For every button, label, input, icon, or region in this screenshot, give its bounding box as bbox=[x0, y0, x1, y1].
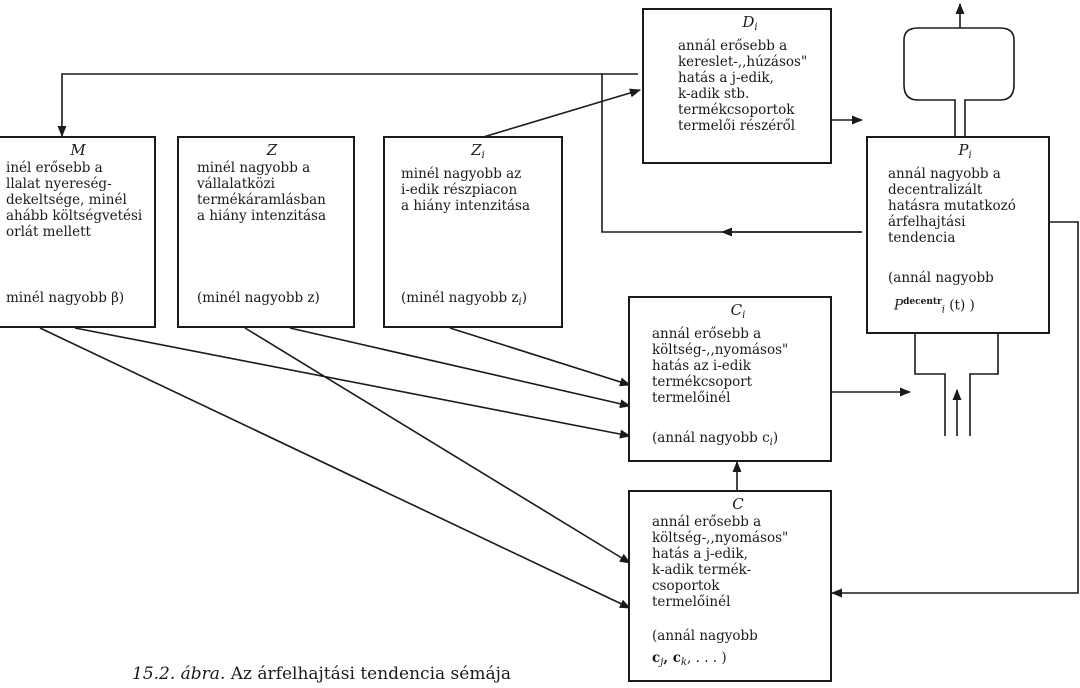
arrow-m-to-ci bbox=[74, 327, 632, 439]
box-zi-title: Zi bbox=[471, 141, 485, 161]
box-c: C annál erősebb a költség-,,nyomásos" ha… bbox=[628, 490, 832, 682]
arrow-zi-to-di bbox=[479, 88, 642, 139]
box-ci: Ci annál erősebb a költség-,,nyomásos" h… bbox=[628, 296, 832, 462]
box-zi-footnote: (minél nagyobb zi) bbox=[401, 290, 527, 308]
box-c-text: annál erősebb a költség-,,nyomásos" hatá… bbox=[652, 514, 789, 610]
box-pi-text: annál nagyobb a decentralizált hatásra m… bbox=[888, 166, 1016, 246]
box-di-text: annál erősebb a kereslet-,,húzásos" hatá… bbox=[678, 38, 808, 134]
arrow-m-to-c bbox=[39, 327, 632, 609]
box-z: Z minél nagyobb a vállalatközi termékára… bbox=[177, 136, 355, 328]
arrow-zi-to-ci bbox=[449, 327, 632, 387]
figure-caption-label: 15.2. ábra. bbox=[132, 664, 226, 684]
box-ci-footnote: (annál nagyobb ci) bbox=[652, 430, 779, 448]
box-c-title: C bbox=[732, 495, 744, 513]
box-z-footnote: (minél nagyobb z) bbox=[197, 290, 320, 306]
tank-inlet-pipe bbox=[914, 334, 999, 436]
box-pi-footnote-2: Pdecentri (t) ) bbox=[894, 297, 975, 316]
box-zi-text: minél nagyobb az i-edik részpiacon a hiá… bbox=[401, 166, 531, 214]
figure-caption: 15.2. ábra. Az árfelhajtási tendencia sé… bbox=[132, 664, 511, 684]
tank-dome bbox=[903, 27, 1015, 136]
box-ci-text: annál erősebb a költség-,,nyomásos" hatá… bbox=[652, 326, 789, 406]
box-c-footnote-1: (annál nagyobb bbox=[652, 628, 758, 644]
box-zi: Zi minél nagyobb az i-edik részpiacon a … bbox=[383, 136, 563, 328]
box-z-text: minél nagyobb a vállalatközi termékáraml… bbox=[197, 160, 327, 224]
box-m-text: inél erősebb a llalat nyereség- dekeltsé… bbox=[6, 160, 143, 240]
box-c-footnote-2: cj, ck, . . . ) bbox=[652, 650, 727, 668]
box-di-title: Di bbox=[742, 13, 758, 33]
box-pi: Pi annál nagyobb a decentralizált hatásr… bbox=[866, 136, 1050, 334]
box-m: M inél erősebb a llalat nyereség- dekelt… bbox=[0, 136, 156, 328]
box-z-title: Z bbox=[266, 141, 278, 159]
box-di: Di annál erősebb a kereslet-,,húzásos" h… bbox=[642, 8, 832, 164]
box-m-footnote: minél nagyobb β) bbox=[6, 290, 125, 306]
arrow-loop-to-m bbox=[57, 73, 638, 138]
figure-caption-text: Az árfelhajtási tendencia sémája bbox=[230, 664, 512, 684]
box-pi-footnote-1: (annál nagyobb bbox=[888, 270, 994, 286]
arrow-z-to-ci bbox=[289, 327, 632, 409]
arrow-z-to-c bbox=[244, 327, 631, 564]
box-pi-title: Pi bbox=[958, 141, 972, 161]
box-m-title: M bbox=[70, 141, 86, 159]
box-ci-title: Ci bbox=[730, 301, 746, 321]
